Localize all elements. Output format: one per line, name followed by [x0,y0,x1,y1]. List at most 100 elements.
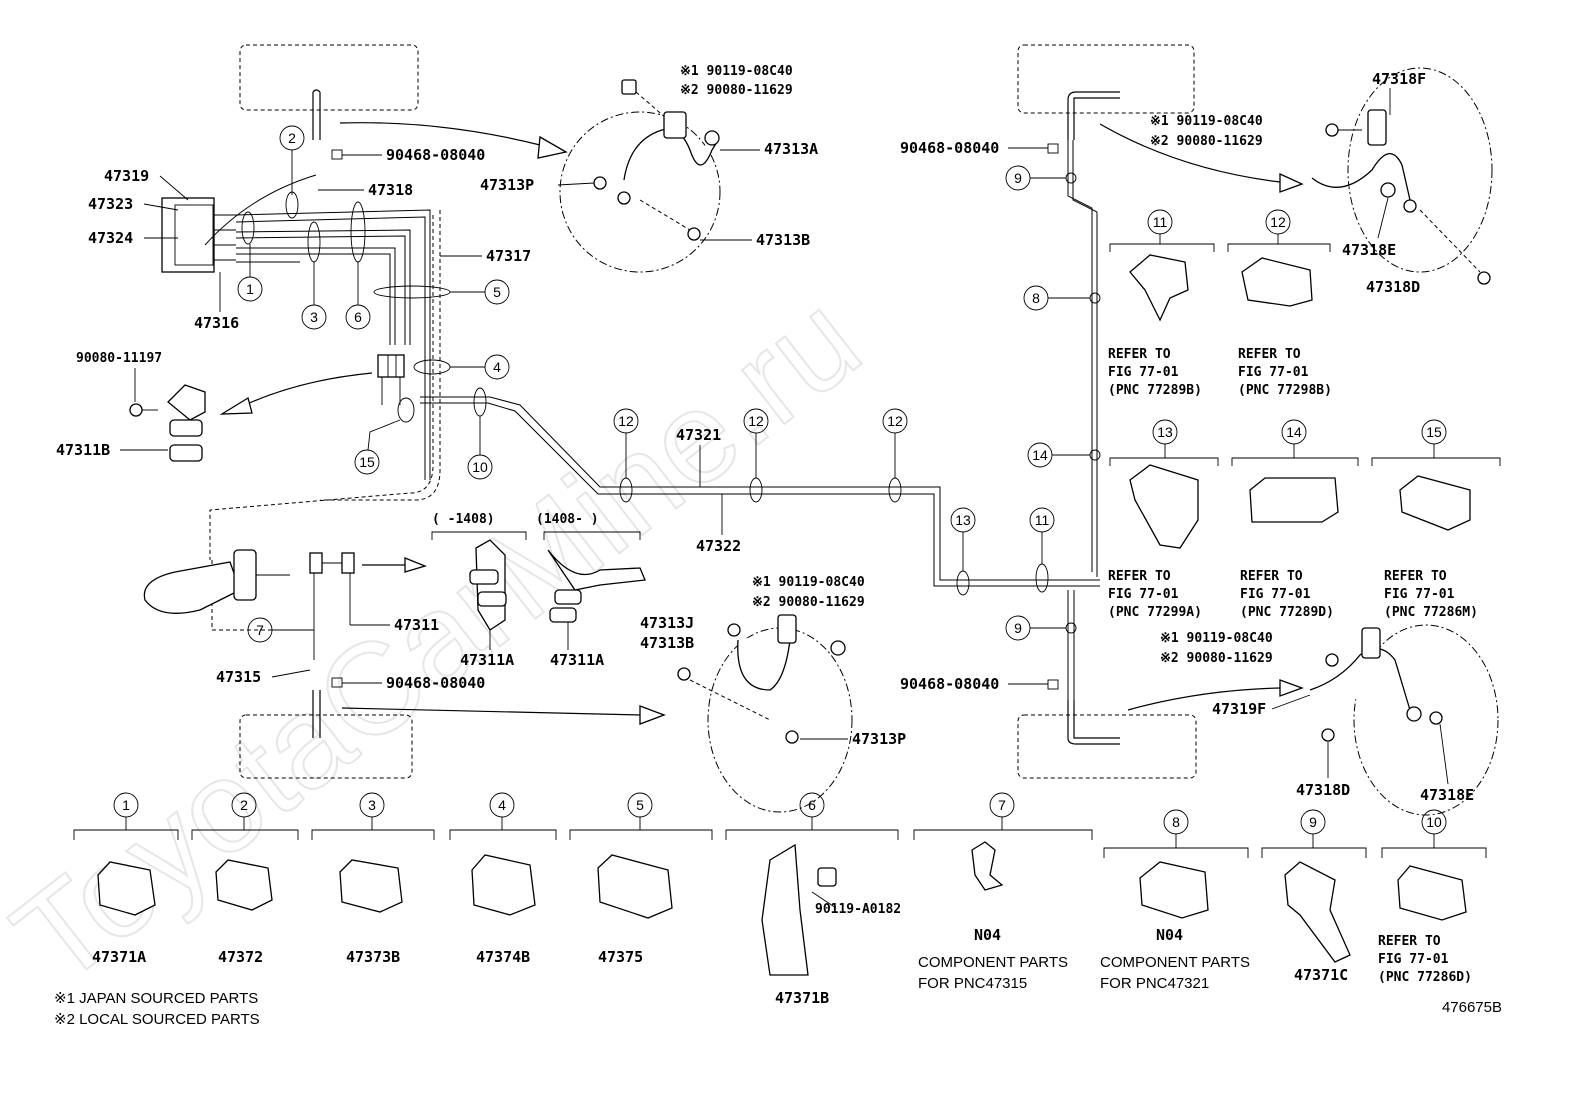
refer-block-15: 15 REFER TO FIG 77-01 (PNC 77286M) [1371,419,1501,620]
svg-text:(PNC 77286D): (PNC 77286D) [1378,970,1472,985]
callout-14: 14 [1032,447,1048,463]
part-label-47313B-a: 47313B [756,231,810,249]
clamp-7: 7 N04 COMPONENT PARTS FOR PNC47315 [913,792,1093,992]
arrow-to-hose-a [339,122,541,146]
part-label-47321: 47321 [676,426,721,444]
svg-text:47371C: 47371C [1294,966,1348,984]
svg-text:1: 1 [122,797,130,813]
svg-text:REFER TO: REFER TO [1108,347,1171,362]
clamp-1: 1 47371A [73,792,179,966]
svg-text:90119-A0182: 90119-A0182 [815,902,901,917]
refer-block-13: 13 REFER TO FIG 77-01 (PNC 77299A) [1108,419,1219,620]
bolt-label-jp-b: ※1 90119-08C40 [752,575,865,590]
clamp-5: 5 47375 [569,792,713,966]
callout-12b: 12 [748,413,764,429]
part-label-47319: 47319 [104,167,149,185]
rear-right-hose-detail [1347,67,1493,273]
svg-text:9: 9 [1309,814,1317,830]
part-label-47313P-a: 47313P [480,176,534,194]
svg-text:2: 2 [240,797,248,813]
svg-text:REFER TO: REFER TO [1108,569,1171,584]
svg-text:FIG 77-01: FIG 77-01 [1240,587,1311,602]
svg-text:FIG 77-01: FIG 77-01 [1238,365,1309,380]
svg-text:FIG 77-01: FIG 77-01 [1108,587,1179,602]
svg-text:FOR PNC47315: FOR PNC47315 [918,975,1027,992]
part-label-47318E-a: 47318E [1342,241,1396,259]
bolt-label-jp-d: ※1 90119-08C40 [1160,631,1273,646]
clamp-4: 4 47374B [449,792,557,966]
clamp-10: 10 REFER TO FIG 77-01 (PNC 77286D) [1378,809,1487,985]
part-label-47318D-b: 47318D [1296,781,1350,799]
callout-6: 6 [354,309,362,325]
part-label-90080-11197: 90080-11197 [76,351,162,366]
svg-text:4: 4 [498,797,506,813]
callout-9b: 9 [1014,620,1022,636]
bolt-label-local-a: ※2 90080-11629 [680,83,793,98]
master-cylinder [161,197,215,273]
clamp-6: 6 90119-A0182 47371B [725,792,901,1007]
part-label-90468-08040-b: 90468-08040 [386,674,485,692]
bolt-label-jp-a: ※1 90119-08C40 [680,64,793,79]
svg-text:N04: N04 [1156,926,1183,944]
part-label-47324: 47324 [88,229,133,247]
part-label-47318D-a: 47318D [1366,278,1420,296]
part-label-47311B: 47311B [56,441,110,459]
part-label-47311A-a: 47311A [460,651,514,669]
svg-text:15: 15 [1426,424,1442,440]
part-label-90468-08040-d: 90468-08040 [900,675,999,693]
front-left-wheel-outline [239,44,419,111]
rear-right-hose-detail-b [1353,624,1499,816]
part-label-47318E-b: 47318E [1420,786,1474,804]
svg-text:(PNC 77289B): (PNC 77289B) [1108,383,1202,398]
callout-2: 2 [288,130,296,146]
clamp-2: 2 47372 [191,792,299,966]
part-label-47313B-b: 47313B [640,634,694,652]
svg-text:FIG 77-01: FIG 77-01 [1384,587,1455,602]
bracket-47311b [167,384,206,421]
svg-text:FOR PNC47321: FOR PNC47321 [1100,975,1209,992]
svg-text:COMPONENT PARTS: COMPONENT PARTS [918,954,1068,971]
callout-12c: 12 [887,413,903,429]
callout-11: 11 [1035,512,1050,528]
svg-text:47375: 47375 [598,948,643,966]
svg-text:7: 7 [998,797,1006,813]
svg-text:10: 10 [1426,814,1442,830]
part-label-47318: 47318 [368,181,413,199]
svg-text:47371B: 47371B [775,989,829,1007]
callout-1: 1 [246,281,254,297]
svg-text:(PNC 77298B): (PNC 77298B) [1238,383,1332,398]
callout-7: 7 [256,622,264,638]
clamp-9: 9 47371C [1261,809,1367,984]
front-right-wheel-outline [1017,44,1195,114]
svg-text:FIG 77-01: FIG 77-01 [1108,365,1179,380]
front-left-hose-detail [559,111,721,273]
part-label-47316: 47316 [194,314,239,332]
svg-text:(PNC 77286M): (PNC 77286M) [1384,605,1478,620]
callout-5: 5 [493,284,501,300]
svg-text:6: 6 [808,797,816,813]
svg-text:COMPONENT PARTS: COMPONENT PARTS [1100,954,1250,971]
callout-12a: 12 [618,413,634,429]
refer-block-11: 11 REFER TO FIG 77-01 (PNC 77289B) [1108,209,1215,398]
part-label-47311: 47311 [394,616,439,634]
svg-text:N04: N04 [974,926,1001,944]
callout-13: 13 [955,512,971,528]
junction-block [377,354,405,378]
svg-text:14: 14 [1286,424,1302,440]
callout-9a: 9 [1014,170,1022,186]
refer-block-12: 12 REFER TO FIG 77-01 (PNC 77298B) [1227,209,1332,398]
part-label-47315: 47315 [216,668,261,686]
rear-right-wheel-outline [1017,714,1197,779]
callout-8: 8 [1032,290,1040,306]
part-label-90468-08040: 90468-08040 [386,146,485,164]
footnote-japan-sourced: ※1 JAPAN SOURCED PARTS [54,990,258,1007]
part-label-47317: 47317 [486,247,531,265]
svg-text:5: 5 [636,797,644,813]
part-label-47318F: 47318F [1372,70,1426,88]
diagram-id: 476675B [1442,999,1502,1016]
part-label-47311A-b: 47311A [550,651,604,669]
bolt-label-local-c: ※2 90080-11629 [1150,134,1263,149]
bolt-label-local-d: ※2 90080-11629 [1160,651,1273,666]
svg-text:REFER TO: REFER TO [1384,569,1447,584]
